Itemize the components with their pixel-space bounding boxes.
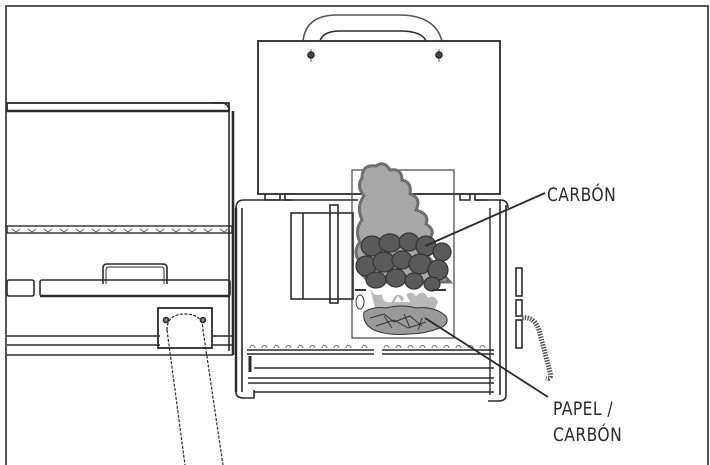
callout-line-paper: [424, 317, 549, 398]
charcoal-briquettes: [355, 232, 452, 292]
smoke-stack: [157, 307, 224, 465]
frame-border: [5, 5, 709, 465]
main-grill-body: [6, 102, 235, 465]
firebox-body: [234, 199, 553, 402]
drawer-handle: [102, 263, 168, 284]
damper: [290, 212, 354, 300]
label-paper-line1: PAPEL /: [553, 398, 614, 420]
label-paper-line2: CARBÓN: [553, 424, 623, 446]
callout-line-charcoal: [424, 192, 546, 247]
label-charcoal: CARBÓN: [547, 184, 617, 206]
lid-handle: [302, 14, 443, 42]
chimney-starter: [351, 169, 455, 339]
paper: [355, 289, 448, 335]
spring-handle: [521, 315, 553, 381]
